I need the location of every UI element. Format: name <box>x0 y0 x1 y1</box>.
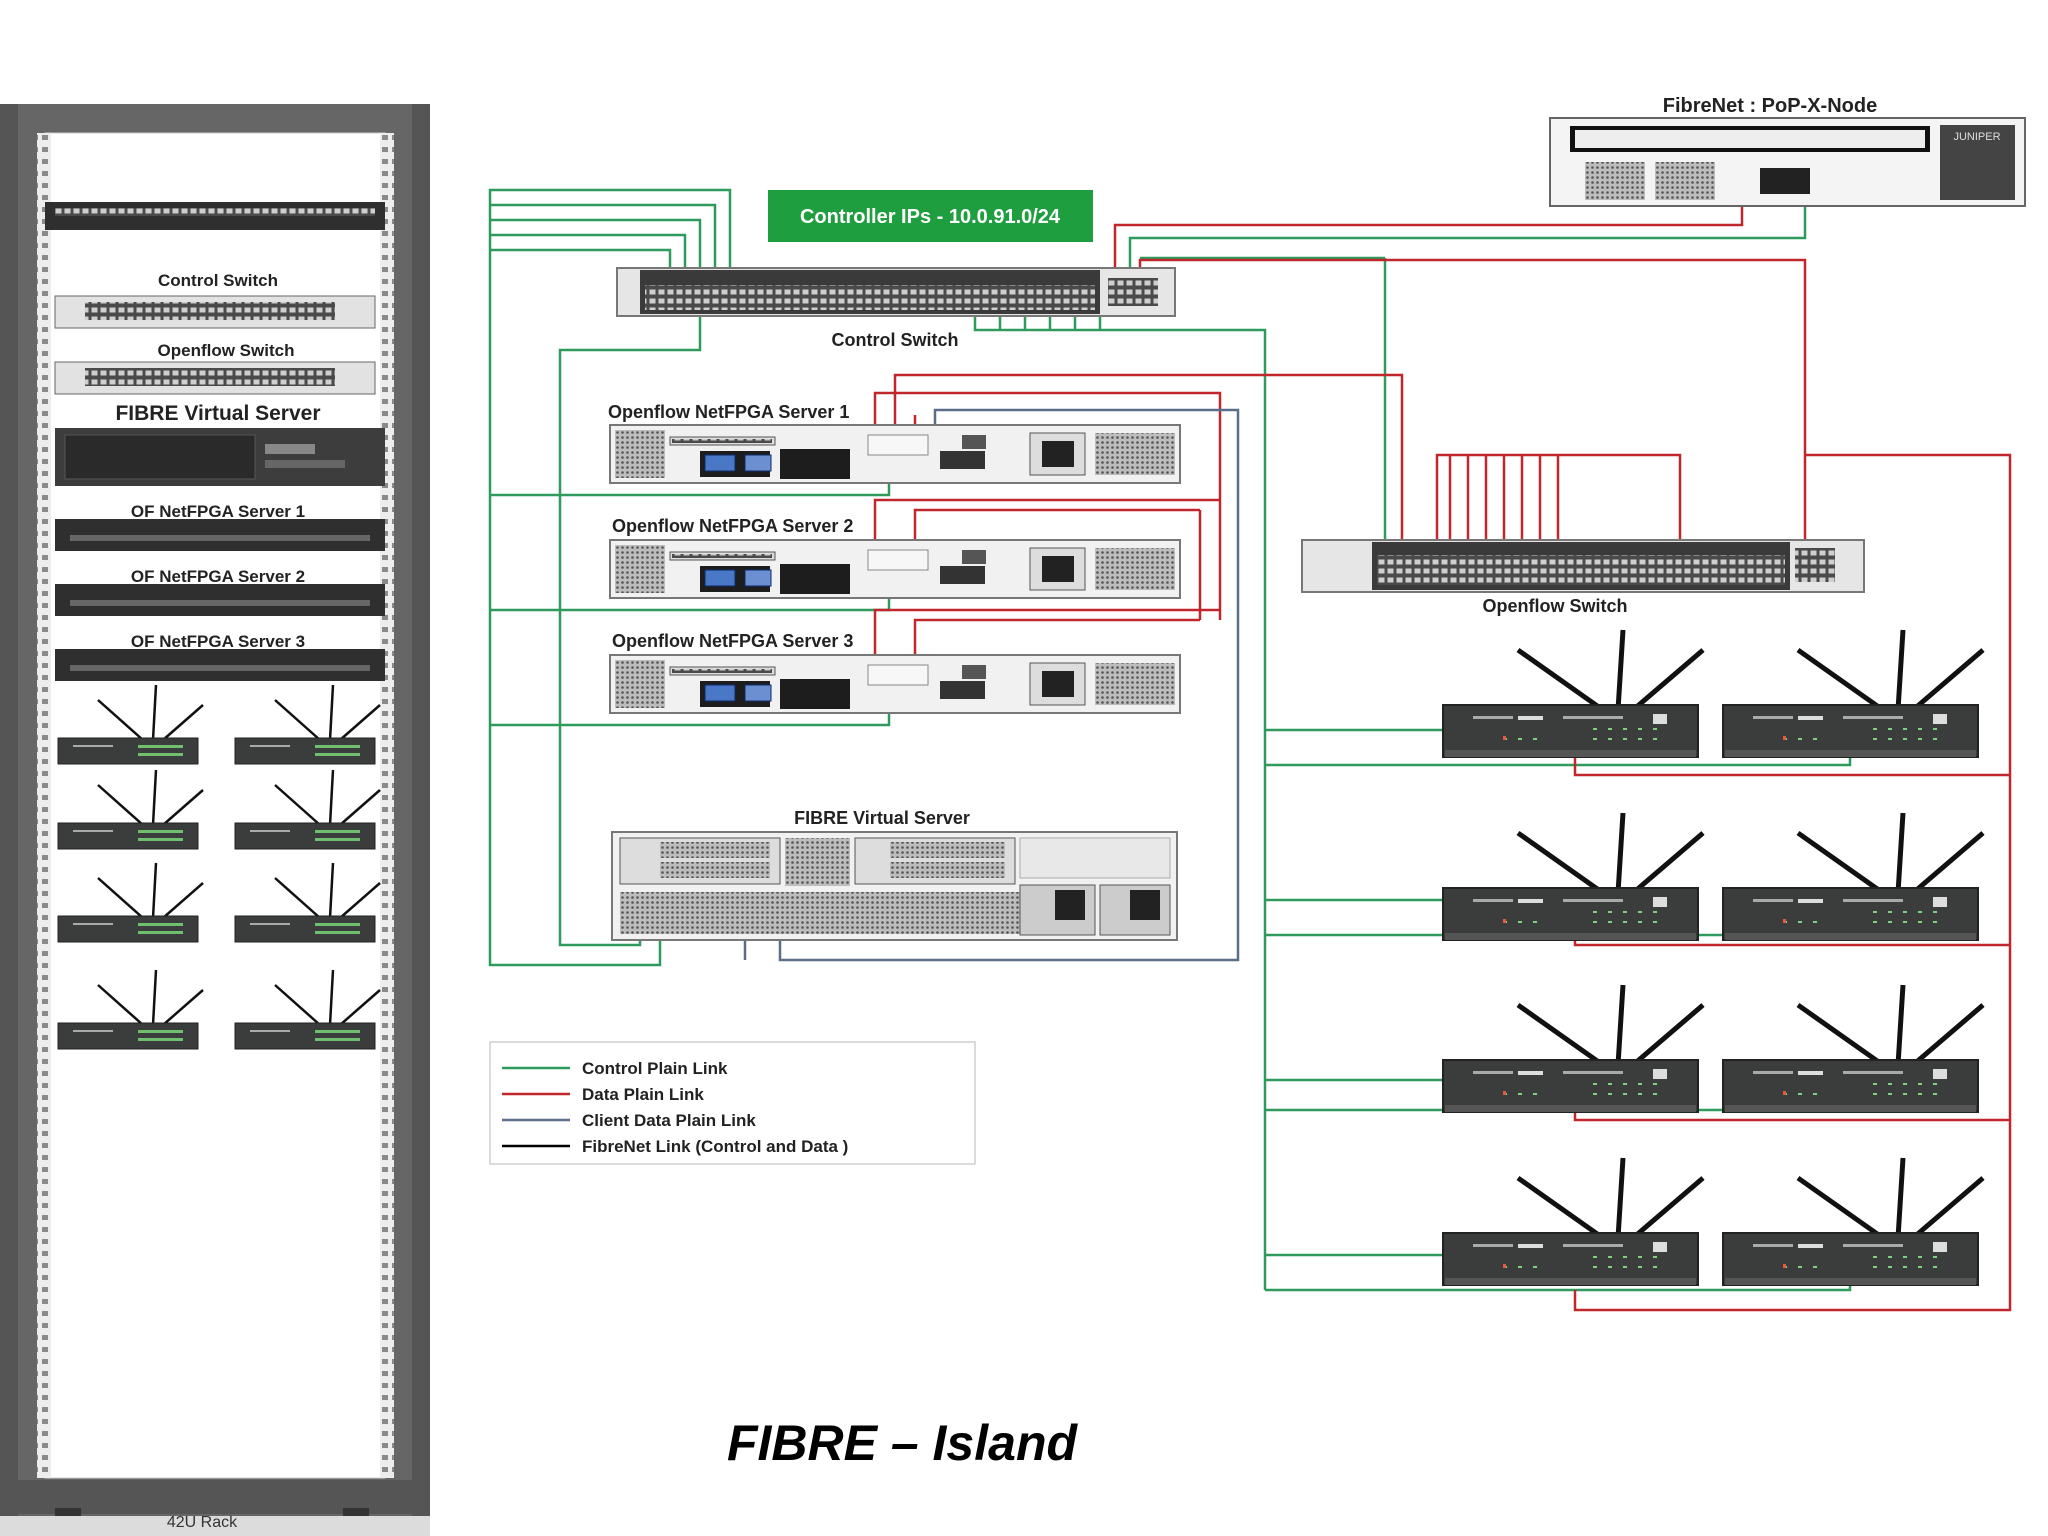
rack-label-of-server-3: OF NetFPGA Server 3 <box>131 632 305 651</box>
wireless-router <box>1443 813 1703 940</box>
server-2-label: Openflow NetFPGA Server 2 <box>612 516 853 536</box>
fibre-virtual-server-label: FIBRE Virtual Server <box>794 808 970 828</box>
rack-label-openflow-switch: Openflow Switch <box>158 341 295 360</box>
legend-label-client: Client Data Plain Link <box>582 1111 756 1130</box>
fibrenet-pop-node: JUNIPER <box>1549 117 2026 207</box>
wireless-router <box>1723 1158 1983 1285</box>
juniper-logo: JUNIPER <box>1953 131 2000 143</box>
rack-label-of-server-2: OF NetFPGA Server 2 <box>131 567 305 586</box>
controller-ips-label: Controller IPs - 10.0.91.0/24 <box>800 206 1061 228</box>
legend-label-data: Data Plain Link <box>582 1085 704 1104</box>
openflow-netfpga-server-2 <box>609 539 1181 599</box>
wireless-router <box>1443 985 1703 1112</box>
server-1-label: Openflow NetFPGA Server 1 <box>608 402 849 422</box>
legend: Control Plain Link Data Plain Link Clien… <box>489 1041 976 1165</box>
rack-label-control-switch: Control Switch <box>158 271 278 290</box>
openflow-switch <box>1301 539 1865 593</box>
rack: Control Switch Openflow Switch FIBRE Vir… <box>0 104 430 1536</box>
control-switch-label: Control Switch <box>832 330 959 350</box>
legend-label-control: Control Plain Link <box>582 1059 728 1078</box>
page-title: FIBRE – Island <box>727 1415 1079 1471</box>
wireless-router <box>1723 630 1983 757</box>
rack-label-of-server-1: OF NetFPGA Server 1 <box>131 502 305 521</box>
legend-label-fibrenet: FibreNet Link (Control and Data ) <box>582 1137 848 1156</box>
control-switch <box>616 267 1176 317</box>
openflow-netfpga-server-3 <box>609 654 1181 714</box>
wireless-router <box>1443 630 1703 757</box>
fibrenet-node-label: FibreNet : PoP-X-Node <box>1663 95 1877 117</box>
openflow-netfpga-server-1 <box>609 424 1181 484</box>
wireless-router <box>1723 985 1983 1112</box>
rack-label-fibre-virtual-server: FIBRE Virtual Server <box>115 402 320 425</box>
wireless-router <box>1723 813 1983 940</box>
controller-ips-box: Controller IPs - 10.0.91.0/24 <box>768 190 1093 242</box>
wireless-router <box>1443 1158 1703 1285</box>
rack-footer-label: 42U Rack <box>167 1514 238 1531</box>
server-3-label: Openflow NetFPGA Server 3 <box>612 631 853 651</box>
fibre-virtual-server <box>611 831 1178 941</box>
openflow-switch-label: Openflow Switch <box>1482 596 1627 616</box>
